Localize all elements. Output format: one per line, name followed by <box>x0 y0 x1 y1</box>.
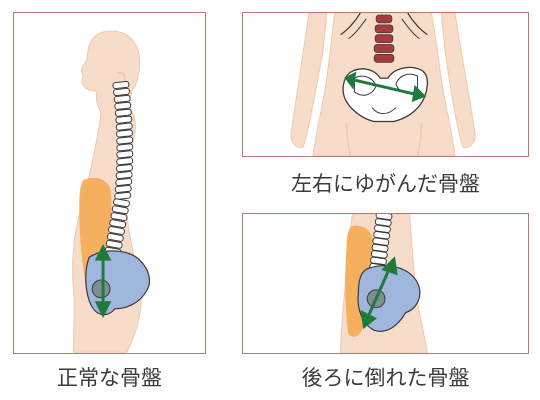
vertebra <box>115 177 133 187</box>
caption-tilted-pelvis: 左右にゆがんだ骨盤 <box>291 172 480 196</box>
spine <box>373 14 395 63</box>
vertebra <box>115 171 133 180</box>
vertebra <box>116 129 133 138</box>
vertebra <box>114 108 132 117</box>
normal-pelvis-panel <box>13 12 206 354</box>
vertebra <box>116 143 134 152</box>
vertebra <box>374 218 392 227</box>
vertebra <box>112 80 130 90</box>
vertebra <box>371 243 389 253</box>
vertebra <box>110 212 128 222</box>
vertebra <box>113 198 130 208</box>
pelvis-angle-arrow <box>94 244 112 318</box>
vertebra <box>111 205 129 215</box>
backward-pelvis-panel <box>242 213 529 354</box>
vertebra <box>116 164 133 173</box>
vertebra <box>113 87 130 96</box>
vertebra <box>374 224 391 233</box>
vertebra <box>106 233 124 242</box>
pelvis-bone <box>357 265 421 332</box>
pelvis-tilt-arrow <box>344 71 427 103</box>
vertebra <box>116 136 134 145</box>
vertebra <box>114 184 132 193</box>
vertebra <box>370 256 387 266</box>
vertebra <box>108 226 125 235</box>
vertebra <box>115 122 133 131</box>
caption-backward-pelvis: 後ろに倒れた骨盤 <box>301 366 470 390</box>
vertebra <box>115 115 133 124</box>
pelvis-angle-arrow <box>360 256 398 330</box>
vertebra <box>109 219 127 228</box>
vertebra <box>116 157 134 166</box>
normal-pelvis-illustration <box>72 30 151 353</box>
vertebra <box>116 150 134 159</box>
vertebra <box>373 230 391 240</box>
vertebra <box>114 101 132 110</box>
spine <box>103 80 134 263</box>
vertebra <box>372 237 390 246</box>
backward-pelvis-illustration <box>340 214 428 353</box>
vertebra <box>105 239 123 249</box>
vertebra <box>114 191 132 200</box>
vertebra <box>370 250 388 259</box>
tilted-pelvis-panel <box>242 12 529 157</box>
vertebra <box>375 214 393 221</box>
tilted-pelvis-illustration <box>290 13 476 156</box>
vertebra <box>113 94 131 103</box>
caption-normal-pelvis: 正常な骨盤 <box>57 366 162 390</box>
